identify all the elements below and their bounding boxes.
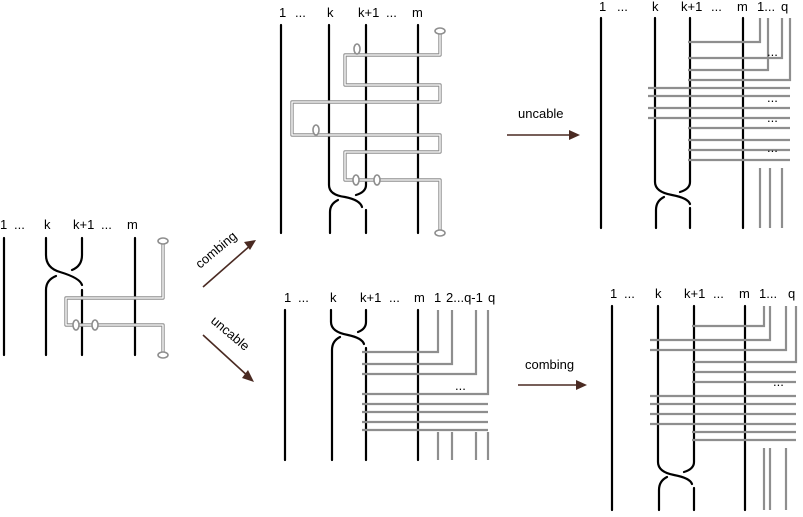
arrow-uncable-down: uncable: [202, 313, 254, 382]
panel-initial: 1 ... k k+1 ... m: [0, 217, 169, 359]
label-2-to-q-1: 2...q-1: [446, 290, 483, 305]
cable-tip-top: [157, 237, 169, 245]
cable-strands-bottom-right: [650, 306, 798, 510]
arrow-combing-up: combing: [192, 228, 256, 288]
label-1: 1: [279, 5, 286, 20]
panel-bottom-middle: 1 ... k k+1 ... m 1 2...q-1 q ...: [283, 290, 495, 462]
label-1: 1: [0, 217, 7, 232]
label-dots: ...: [295, 5, 306, 20]
label-dots-2: ...: [713, 286, 724, 301]
label-k-plus-1: k+1: [684, 286, 705, 301]
label-dots: ...: [624, 286, 635, 301]
label-1-dots: 1...: [757, 0, 775, 14]
label-dots-2: ...: [711, 0, 722, 14]
svg-text:...: ...: [455, 378, 466, 393]
strand-k: [327, 23, 364, 209]
label-m: m: [737, 0, 748, 14]
label-q: q: [781, 0, 788, 14]
label-k: k: [655, 286, 662, 301]
cable-tip-bottom: [157, 351, 169, 359]
label-m: m: [739, 286, 750, 301]
label-dots-2: ...: [101, 217, 112, 232]
label-m: m: [412, 5, 423, 20]
label-1: 1: [284, 290, 291, 305]
svg-text:...: ...: [767, 90, 778, 105]
label-dots: ...: [14, 217, 25, 232]
arrow-uncable-top: uncable: [507, 106, 580, 140]
label-k-plus-1: k+1: [681, 0, 702, 14]
strand-k-lower: [44, 274, 58, 357]
label-k-plus-1: k+1: [358, 5, 379, 20]
svg-text:...: ...: [767, 140, 778, 155]
panel-top-middle: 1 ... k k+1 ... m: [279, 5, 446, 237]
label-k: k: [327, 5, 334, 20]
label-q: q: [788, 286, 795, 301]
label-uncable-down: uncable: [208, 313, 253, 354]
label-m: m: [414, 290, 425, 305]
panel-top-right: 1 ... k k+1 ... m 1... q ... ... ... ...: [599, 0, 792, 230]
label-combing-up: combing: [192, 228, 239, 271]
cable-strands-top-right: [648, 18, 792, 228]
label-1-cable: 1: [434, 290, 441, 305]
label-k-plus-1: k+1: [73, 217, 94, 232]
cable-strands-bottom-middle: [362, 310, 490, 460]
svg-text:...: ...: [773, 374, 784, 389]
label-k: k: [330, 290, 337, 305]
label-q: q: [488, 290, 495, 305]
strand-k1: [354, 23, 368, 197]
strand-k-cross: [44, 236, 84, 287]
label-k: k: [44, 217, 51, 232]
label-m: m: [127, 217, 138, 232]
strand-k1-upper: [70, 236, 84, 272]
label-1: 1: [610, 286, 617, 301]
label-dots-2: ...: [389, 290, 400, 305]
label-k-plus-1: k+1: [360, 290, 381, 305]
label-uncable-top: uncable: [518, 106, 564, 121]
label-combing-bottom: combing: [525, 357, 574, 372]
svg-text:...: ...: [767, 110, 778, 125]
arrow-combing-bottom: combing: [518, 357, 587, 390]
panel-bottom-right: 1 ... k k+1 ... m 1... q ...: [610, 286, 798, 512]
label-1-dots: 1...: [759, 286, 777, 301]
label-dots: ...: [617, 0, 628, 14]
label-dots-2: ...: [386, 5, 397, 20]
label-k: k: [652, 0, 659, 14]
label-dots: ...: [298, 290, 309, 305]
svg-text:...: ...: [767, 44, 778, 59]
label-1: 1: [599, 0, 606, 14]
